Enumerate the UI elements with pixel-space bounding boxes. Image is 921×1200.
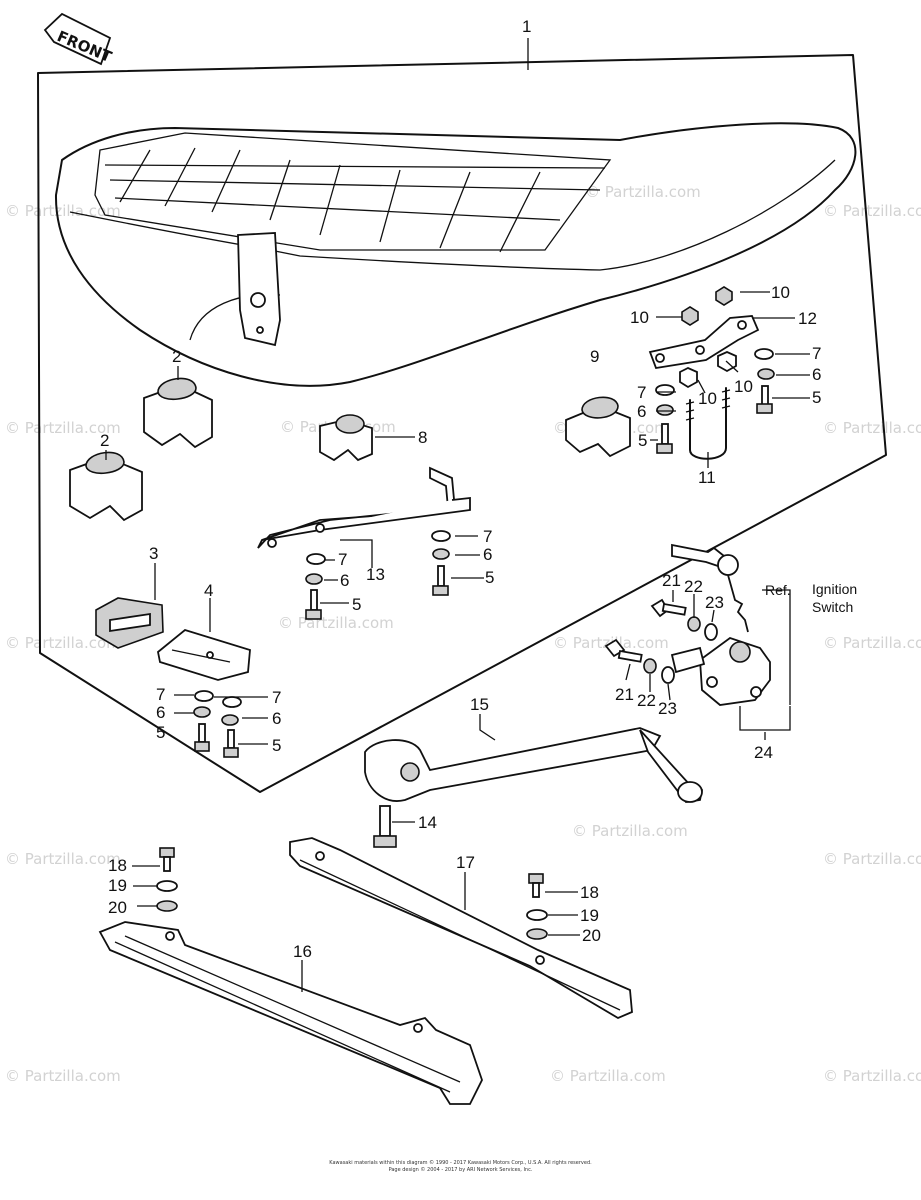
callout-6: 6 <box>156 703 165 722</box>
watermark: © Partzilla.com <box>823 634 921 652</box>
footer-copyright-1: Kawasaki materials within this diagram ©… <box>329 1160 592 1166</box>
callout-2: 2 <box>100 431 109 450</box>
callout-1: 1 <box>522 17 531 36</box>
watermark: © Partzilla.com <box>823 1067 921 1085</box>
hardware-bottom-left <box>156 847 178 912</box>
callout-6: 6 <box>340 571 349 590</box>
watermark: © Partzilla.com <box>5 419 121 437</box>
callout-23: 23 <box>705 593 724 612</box>
damper-rubber-upper <box>143 377 213 449</box>
damper-rubber-center <box>319 414 373 462</box>
callout-7: 7 <box>156 685 165 704</box>
step-bar-17 <box>289 837 633 1020</box>
leader-lines <box>105 38 810 992</box>
callout-5: 5 <box>156 723 165 742</box>
ignition-switch <box>670 636 791 731</box>
callout-10: 10 <box>771 283 790 302</box>
ref-label: Ref. <box>765 582 791 598</box>
watermark: © Partzilla.com <box>5 634 121 652</box>
callout-15: 15 <box>470 695 489 714</box>
seat-illustration <box>54 122 857 387</box>
assembly-outline <box>37 54 887 793</box>
callout-14: 14 <box>418 813 437 832</box>
watermark: © Partzilla.com <box>572 822 688 840</box>
callout-21: 21 <box>662 571 681 590</box>
callout-22: 22 <box>684 577 703 596</box>
callout-7: 7 <box>338 550 347 569</box>
kick-pedal <box>364 727 704 803</box>
callout-3: 3 <box>149 544 158 563</box>
hardware-center-stack-a <box>305 553 326 620</box>
watermark: © Partzilla.com <box>278 614 394 632</box>
callout-11: 11 <box>698 468 716 487</box>
bracket-right <box>648 315 760 370</box>
callout-2: 2 <box>172 347 181 366</box>
callout-17: 17 <box>456 853 475 872</box>
damper-rubber-right <box>565 396 631 458</box>
callout-5: 5 <box>485 568 494 587</box>
hardware-left-stack-a <box>193 690 214 752</box>
callout-16: 16 <box>293 942 312 961</box>
callout-19: 19 <box>108 876 127 895</box>
ignition-label-line1: Ignition <box>812 581 857 597</box>
callout-18: 18 <box>108 856 127 875</box>
damper-rubber-lower <box>69 451 143 522</box>
seat-bracket-small <box>157 628 251 681</box>
hardware-bottom-right <box>526 873 548 940</box>
callout-5: 5 <box>272 736 281 755</box>
hardware-center-stack-b <box>431 530 451 596</box>
callout-8: 8 <box>418 428 427 447</box>
callout-5: 5 <box>812 388 821 407</box>
watermark: © Partzilla.com <box>823 850 921 868</box>
callout-24: 24 <box>754 743 773 762</box>
watermark: © Partzilla.com <box>5 202 121 220</box>
callout-5: 5 <box>352 595 361 614</box>
callout-7: 7 <box>272 688 281 707</box>
watermark: © Partzilla.com <box>5 1067 121 1085</box>
callout-6: 6 <box>272 709 281 728</box>
callout-10: 10 <box>698 389 717 408</box>
callout-5: 5 <box>638 431 647 450</box>
callout-9: 9 <box>590 347 599 366</box>
watermark: © Partzilla.com <box>585 183 701 201</box>
callout-21: 21 <box>615 685 634 704</box>
callout-6: 6 <box>812 365 821 384</box>
seat-bracket-long <box>257 466 471 549</box>
watermark: © Partzilla.com <box>550 1067 666 1085</box>
hardware-left-stack-b <box>221 696 242 758</box>
callout-6: 6 <box>483 545 492 564</box>
callout-7: 7 <box>483 527 492 546</box>
callout-23: 23 <box>658 699 677 718</box>
step-bar-16 <box>98 921 483 1105</box>
callout-13: 13 <box>366 565 385 584</box>
callout-labels: 1 2 2 3 4 5 5 5 5 5 5 6 6 6 6 6 6 7 7 7 … <box>100 17 857 961</box>
ignition-hardware <box>604 598 718 684</box>
watermark: © Partzilla.com <box>823 419 921 437</box>
hardware-right-stack <box>655 348 775 454</box>
bolt-14 <box>373 805 397 848</box>
footer-copyright-2: Page design © 2004 - 2017 by ARI Network… <box>388 1167 533 1173</box>
ignition-label-line2: Switch <box>812 599 853 615</box>
callout-18: 18 <box>580 883 599 902</box>
watermark: © Partzilla.com <box>823 202 921 220</box>
callout-12: 12 <box>798 309 817 328</box>
front-arrow-icon: FRONT <box>43 12 115 66</box>
callout-6: 6 <box>637 402 646 421</box>
callout-22: 22 <box>637 691 656 710</box>
watermark: © Partzilla.com <box>5 850 121 868</box>
seat-guard <box>95 597 164 649</box>
callout-10: 10 <box>734 377 753 396</box>
callout-20: 20 <box>108 898 127 917</box>
callout-4: 4 <box>204 581 213 600</box>
callout-7: 7 <box>812 344 821 363</box>
callout-20: 20 <box>582 926 601 945</box>
callout-10: 10 <box>630 308 649 327</box>
key-icon <box>671 543 749 633</box>
callout-19: 19 <box>580 906 599 925</box>
callout-7: 7 <box>637 383 646 402</box>
